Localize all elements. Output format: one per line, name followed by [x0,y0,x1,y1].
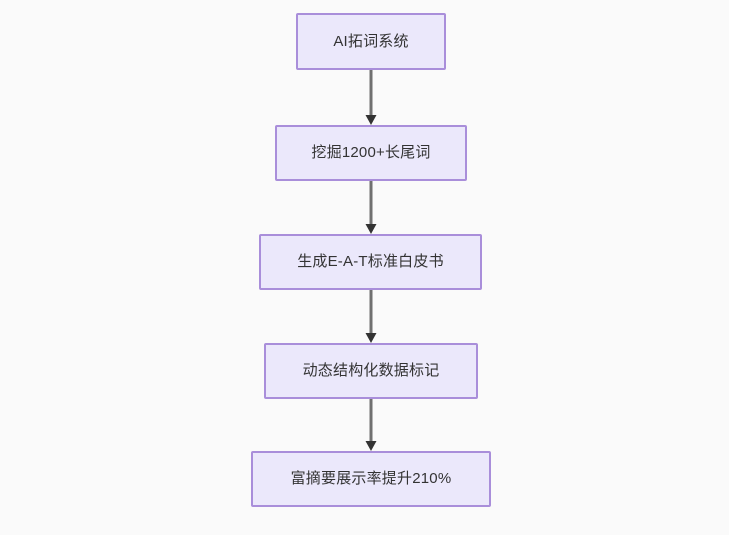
arrowhead-icon [365,115,377,125]
flowchart-node-generate-eat-whitepaper[interactable]: 生成E-A-T标准白皮书 [259,234,482,290]
flowchart-node-label: 生成E-A-T标准白皮书 [297,253,444,270]
flowchart-node-mine-longtail-keywords[interactable]: 挖掘1200+长尾词 [275,125,467,181]
flowchart-node-label: 富摘要展示率提升210% [290,470,452,487]
flowchart-node-rich-snippet-impression-lift[interactable]: 富摘要展示率提升210% [251,451,491,507]
edge-n2-n3 [356,181,386,234]
arrowhead-icon [365,333,377,343]
edge-n3-n4 [356,290,386,343]
flowchart-node-ai-keyword-system[interactable]: AI拓词系统 [296,13,446,70]
arrowhead-icon [365,441,377,451]
flowchart-node-label: 挖掘1200+长尾词 [311,144,431,161]
flowchart-node-dynamic-structured-data-markup[interactable]: 动态结构化数据标记 [264,343,478,399]
flowchart-node-label: 动态结构化数据标记 [302,362,440,379]
edge-n4-n5 [356,399,386,451]
edge-n1-n2 [356,70,386,125]
flowchart-node-label: AI拓词系统 [333,32,409,50]
arrowhead-icon [365,224,377,234]
